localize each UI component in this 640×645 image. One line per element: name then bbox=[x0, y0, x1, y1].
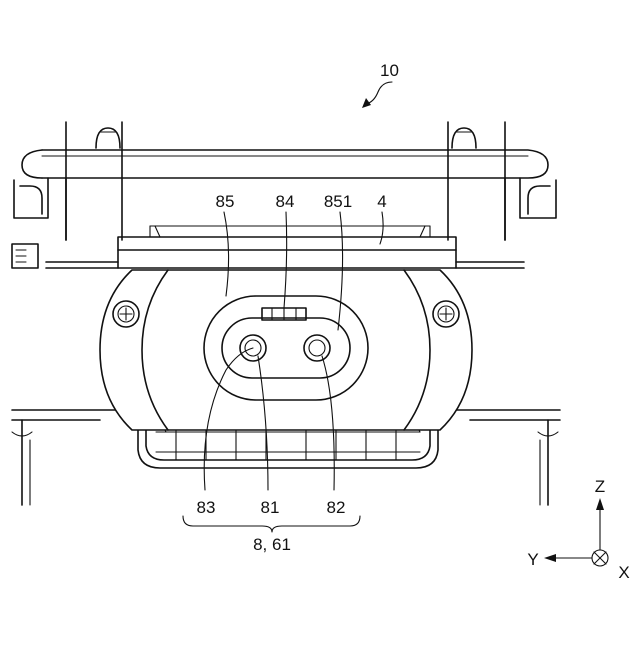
label-85: 85 bbox=[216, 192, 235, 211]
connector-housing bbox=[100, 270, 472, 430]
label-4: 4 bbox=[377, 192, 386, 211]
axis-indicator: Z Y X bbox=[527, 477, 629, 582]
label-81: 81 bbox=[261, 498, 280, 517]
axis-x-label: X bbox=[618, 563, 629, 582]
label-82: 82 bbox=[327, 498, 346, 517]
y-arrow-icon bbox=[544, 554, 556, 562]
label-84: 84 bbox=[276, 192, 295, 211]
label-851: 851 bbox=[324, 192, 352, 211]
rear-frame bbox=[66, 122, 505, 240]
label-10: 10 bbox=[380, 61, 399, 80]
label-83: 83 bbox=[197, 498, 216, 517]
axis-y-label: Y bbox=[527, 550, 538, 569]
axis-z-label: Z bbox=[595, 477, 605, 496]
label-group: 8, 61 bbox=[253, 535, 291, 554]
group-brace bbox=[183, 516, 360, 532]
assembly-arrow bbox=[362, 82, 392, 108]
z-arrow-icon bbox=[596, 498, 604, 510]
